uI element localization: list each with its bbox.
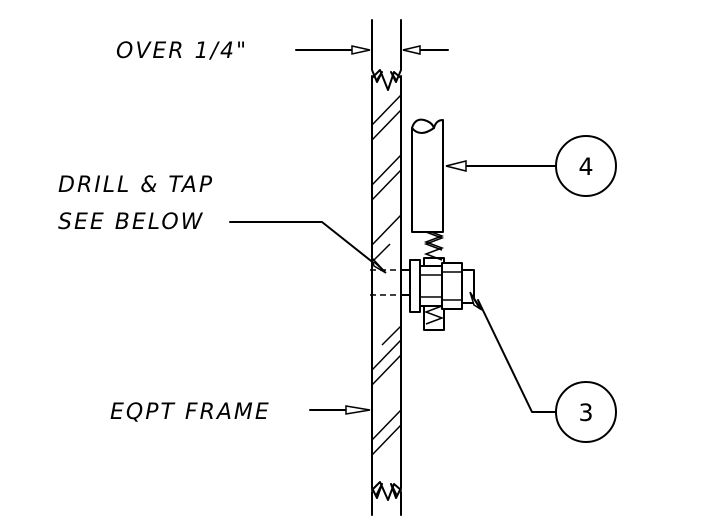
drill-tap-callout: DRILL & TAP SEE BELOW — [58, 173, 387, 274]
nut-outer — [441, 262, 463, 310]
section-hatching — [371, 94, 402, 456]
frame-callout: EQPT FRAME — [110, 400, 371, 425]
nut-inner — [419, 265, 443, 307]
drill-tap-label-line1: DRILL & TAP — [58, 173, 214, 198]
thickness-label: OVER 1/4" — [116, 39, 248, 64]
equipment-frame-plate — [370, 19, 402, 516]
frame-label: EQPT FRAME — [110, 400, 271, 425]
callout-balloon-3: 3 — [469, 291, 617, 443]
washer — [409, 259, 421, 313]
thickness-dimension: OVER 1/4" — [116, 39, 449, 64]
bolt-assembly — [400, 229, 475, 331]
callout-balloon-4: 4 — [445, 135, 617, 197]
ground-cable — [411, 118, 445, 251]
callout-number-4: 4 — [578, 153, 593, 181]
callout-number-3: 3 — [578, 399, 593, 427]
drill-tap-label-line2: SEE BELOW — [58, 210, 204, 235]
